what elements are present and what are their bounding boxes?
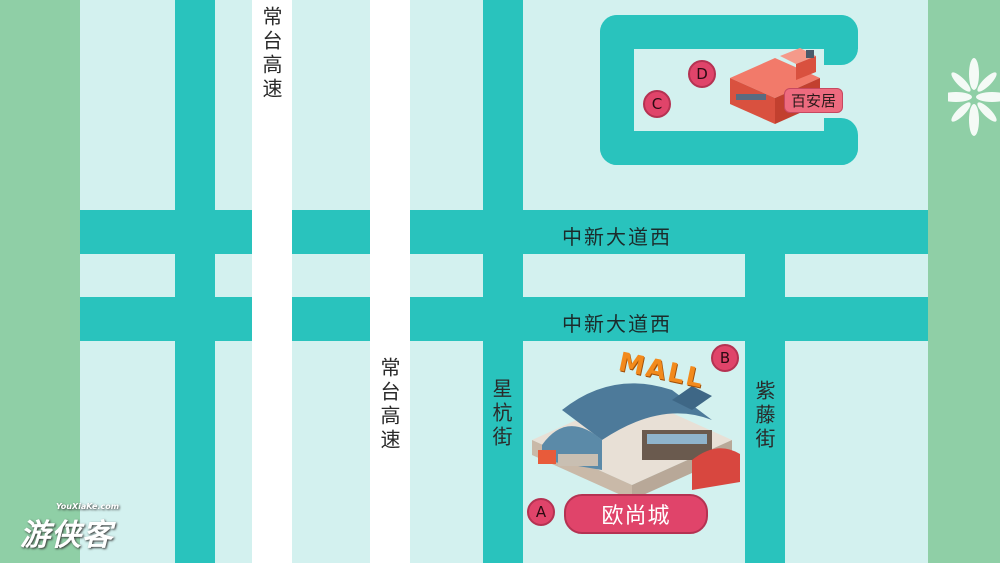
marker-b[interactable]: B <box>711 344 739 372</box>
label-avenue-lower: 中新大道西 <box>562 312 672 336</box>
flower-icon <box>948 58 1000 136</box>
highway-upper-segment <box>252 0 292 563</box>
label-highway-lower: 常台高速 <box>377 357 401 453</box>
marker-c[interactable]: C <box>643 90 671 118</box>
baianju-building-icon <box>730 48 820 124</box>
mall-building-icon <box>532 383 740 500</box>
label-street-xinghang: 星杭街 <box>489 378 513 450</box>
label-mall-name: 欧尚城 <box>564 494 708 534</box>
road-vertical-xinghang <box>483 0 523 563</box>
road-loop-bottom <box>600 131 858 165</box>
road-loop-right-bottom <box>824 118 858 165</box>
marker-d[interactable]: D <box>688 60 716 88</box>
marker-a[interactable]: A <box>527 498 555 526</box>
road-vertical-left <box>175 0 215 563</box>
label-baianju: 百安居 <box>784 88 844 113</box>
label-street-ziteng: 紫藤街 <box>752 380 776 452</box>
map-canvas[interactable]: 常台高速 常台高速 中新大道西 中新大道西 星杭街 紫藤街 百安居 C D MA… <box>80 0 928 563</box>
label-avenue-upper: 中新大道西 <box>562 225 672 249</box>
highway-lower-segment <box>370 0 410 563</box>
watermark-domain: YouXiaKe.com <box>56 502 120 511</box>
road-loop-top <box>600 15 858 49</box>
road-avenue-lower <box>80 297 928 341</box>
road-loop-right-top <box>824 15 858 65</box>
road-avenue-upper <box>80 210 928 254</box>
watermark-name: 游侠客 <box>20 518 113 553</box>
label-highway-upper: 常台高速 <box>259 6 283 102</box>
